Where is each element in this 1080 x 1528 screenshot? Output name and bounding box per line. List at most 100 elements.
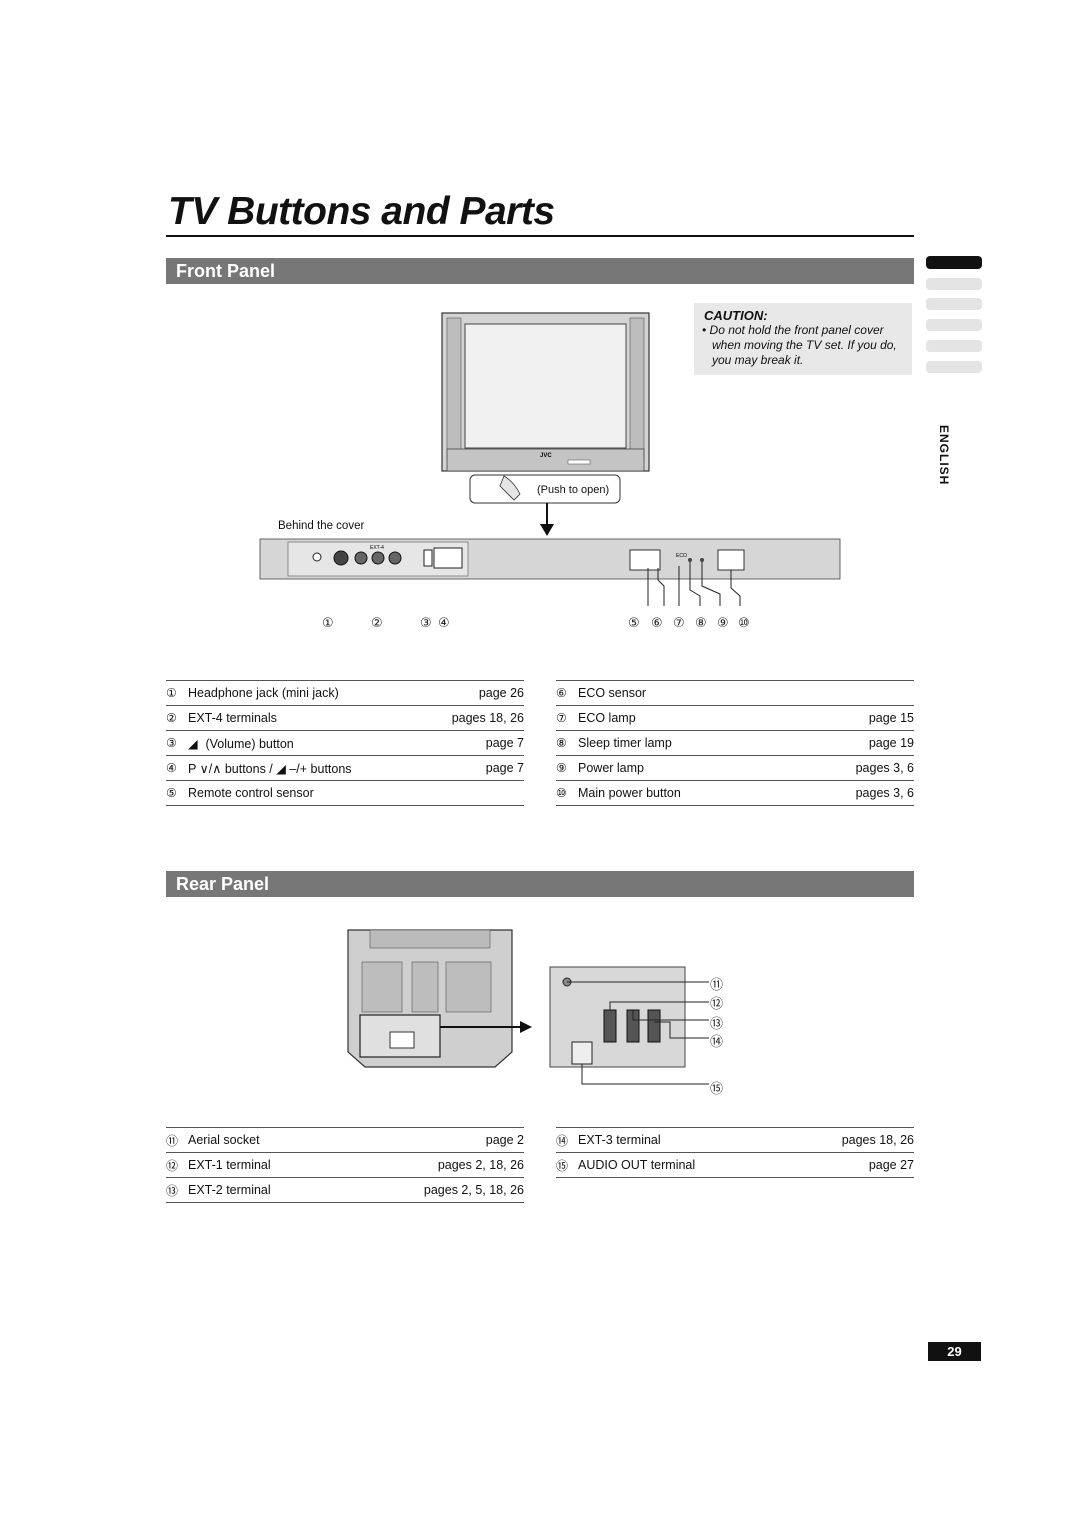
ext4-label: EXT-4 <box>370 545 384 551</box>
item-page <box>421 780 524 806</box>
item-page: pages 3, 6 <box>792 755 914 781</box>
headphone-jack <box>312 552 322 562</box>
item-name: Aerial socket <box>188 1127 340 1153</box>
side-tab-4 <box>926 340 982 352</box>
item-number: ④ <box>166 755 188 781</box>
item-name: Remote control sensor <box>188 780 421 806</box>
item-number: ⑦ <box>556 705 578 731</box>
item-number: ⑧ <box>556 730 578 756</box>
item-number: ⑬ <box>166 1177 188 1203</box>
rear-leader-lines <box>567 981 709 1085</box>
callout-4: ④ <box>438 615 450 630</box>
callout-8: ⑧ <box>695 615 707 630</box>
volume-icon: ◢ <box>188 736 198 751</box>
rear-panel-heading: Rear Panel <box>166 871 914 897</box>
item-name-cell: ◢ (Volume) button <box>188 730 421 756</box>
caution-text: • Do not hold the front panel cover when… <box>702 323 897 367</box>
sleep-lamp <box>700 558 704 562</box>
item-number: ⑫ <box>166 1152 188 1178</box>
callout-15: ⑮ <box>710 1081 724 1096</box>
side-tab-5 <box>926 361 982 373</box>
title-rule <box>166 235 914 237</box>
item-number: ① <box>166 680 188 706</box>
remote-sensor <box>629 549 661 571</box>
callout-6: ⑥ <box>651 615 663 630</box>
callout-13: ⑬ <box>710 1016 724 1031</box>
rear-panel-diagram <box>347 929 709 1085</box>
item-number: ⑭ <box>556 1127 578 1153</box>
arrow-head <box>540 524 554 536</box>
item-name: EXT-1 terminal <box>188 1152 340 1178</box>
item-name: Headphone jack (mini jack) <box>188 680 421 706</box>
item-page: page 7 <box>421 755 524 781</box>
item-page: pages 18, 26 <box>785 1127 914 1153</box>
main-power-button <box>717 549 745 571</box>
page-title: TV Buttons and Parts <box>168 190 555 233</box>
eco-lamp <box>688 558 692 562</box>
volume-button <box>423 549 433 567</box>
item-name: EXT-3 terminal <box>578 1127 786 1153</box>
callout-7: ⑦ <box>673 615 685 630</box>
callout-1: ① <box>322 615 334 630</box>
channel-buttons <box>433 547 463 569</box>
side-tab-2 <box>926 298 982 310</box>
audio-out-jacks <box>571 1041 593 1065</box>
svideo-jack <box>333 550 349 566</box>
item-name: Sleep timer lamp <box>578 730 793 756</box>
item-page <box>792 680 914 706</box>
tv-cover-slot <box>567 459 591 465</box>
item-page: page 27 <box>785 1152 914 1178</box>
language-tab-label: ENGLISH <box>937 425 951 486</box>
side-tab-active <box>926 256 982 269</box>
ext1-scart <box>603 1009 617 1043</box>
item-number: ⑮ <box>556 1152 578 1178</box>
tv-front-cover <box>446 448 645 472</box>
callout-10: ⑩ <box>738 615 750 630</box>
rear-arrow-head <box>520 1021 532 1033</box>
item-page: page 2 <box>339 1127 524 1153</box>
item-name: Power lamp <box>578 755 793 781</box>
rear-scart-group <box>389 1031 415 1049</box>
push-to-open-label: (Push to open) <box>537 484 609 496</box>
callout-3: ③ <box>420 615 432 630</box>
page-number: 29 <box>928 1342 981 1361</box>
item-number: ③ <box>166 730 188 756</box>
callout-9: ⑨ <box>717 615 729 630</box>
item-name: EXT-4 terminals <box>188 705 421 731</box>
audio-l-jack <box>371 551 385 565</box>
item-page: pages 2, 18, 26 <box>339 1152 524 1178</box>
item-number: ⑥ <box>556 680 578 706</box>
item-number: ⑤ <box>166 780 188 806</box>
item-name: EXT-2 terminal <box>188 1177 340 1203</box>
callout-5: ⑤ <box>628 615 640 630</box>
item-number: ⑩ <box>556 780 578 806</box>
front-panel-diagram: JVC (Push to open) Behind the cover EXT-… <box>259 312 841 606</box>
caution-title: CAUTION: <box>704 308 768 323</box>
side-tab-1 <box>926 278 982 290</box>
hand-icon <box>499 475 521 501</box>
callout-2: ② <box>371 615 383 630</box>
video-jack <box>354 551 368 565</box>
item-number: ② <box>166 705 188 731</box>
ext3-scart <box>647 1009 661 1043</box>
item-page: page 7 <box>421 730 524 756</box>
behind-cover-label: Behind the cover <box>278 520 364 532</box>
item-page: page 26 <box>421 680 524 706</box>
